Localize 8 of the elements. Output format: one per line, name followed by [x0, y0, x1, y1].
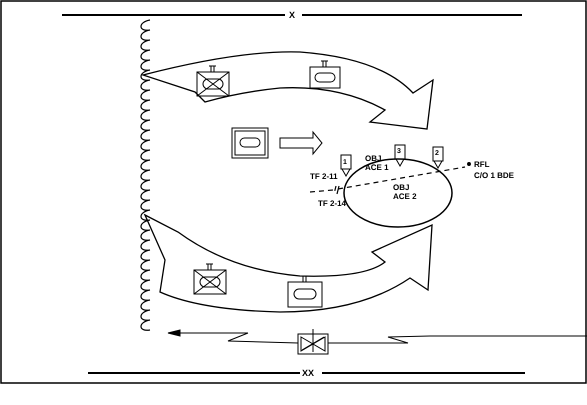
- unit-label: TF 2-14: [318, 199, 346, 208]
- phase-line-label: RFL: [474, 160, 490, 169]
- phase-line-label: C/O 1 BDE: [474, 171, 514, 180]
- objective-label: OBJ ACE 2: [393, 183, 418, 201]
- objective-label: OBJ ACE 1: [365, 154, 390, 172]
- echelon-label: X: [289, 10, 296, 20]
- echelon-label: XX: [302, 368, 314, 378]
- unit-label: TF 2-11: [310, 172, 338, 181]
